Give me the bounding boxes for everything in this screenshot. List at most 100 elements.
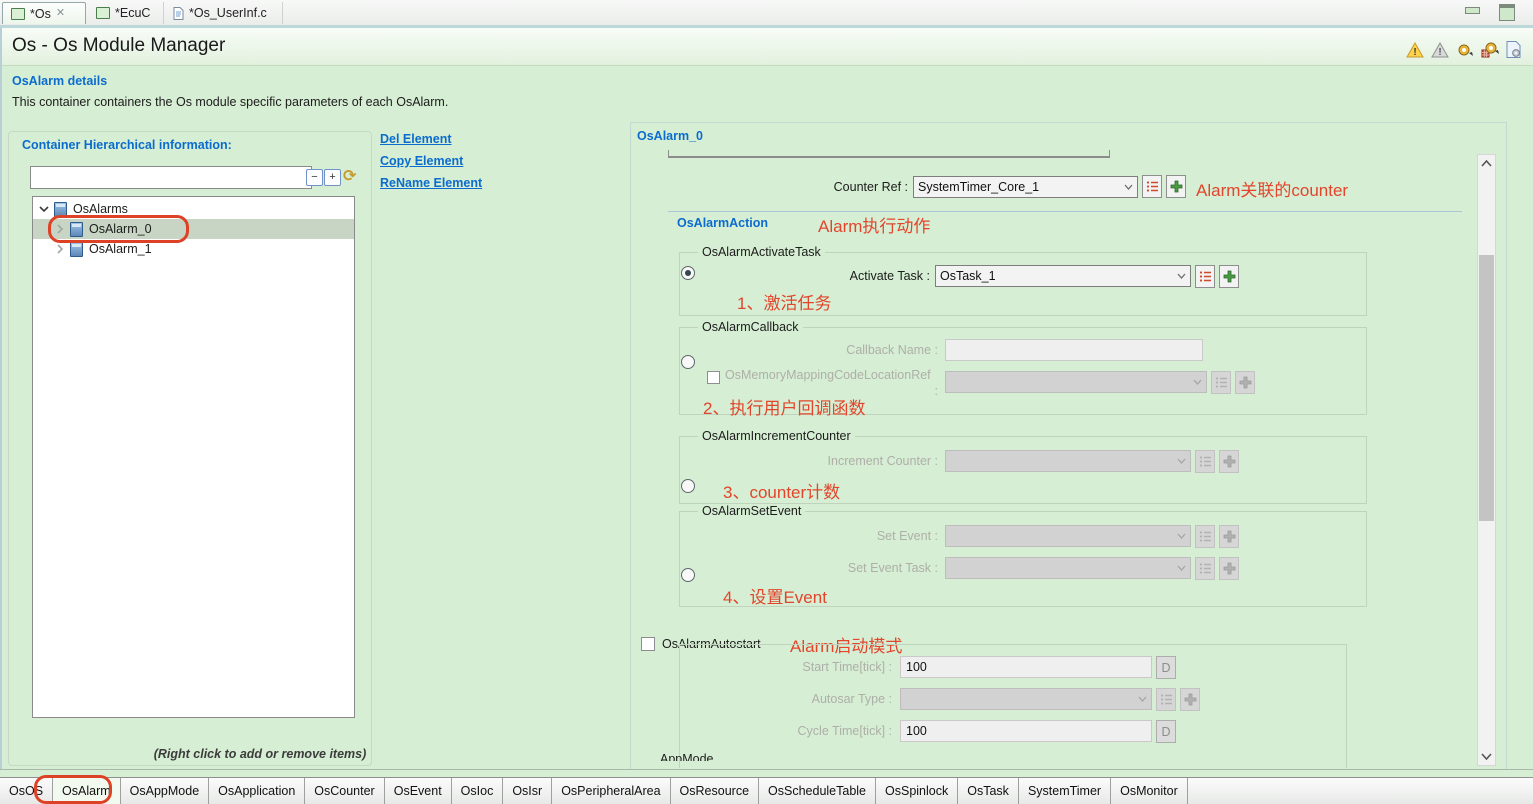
tree-item-osalarm-1[interactable]: OsAlarm_1 <box>33 239 354 259</box>
autosar-type-label: Autosar Type : <box>811 692 892 706</box>
action-section-title: OsAlarmAction <box>677 216 768 230</box>
rename-element-link[interactable]: ReName Element <box>380 176 483 190</box>
header-toolbar: ! ! <box>1406 41 1521 58</box>
start-time-default-button[interactable]: D <box>1156 656 1176 679</box>
activate-task-add-button[interactable] <box>1219 265 1239 288</box>
editor-tab-ecuc[interactable]: *EcuC <box>88 2 164 24</box>
hierarchy-tree: OsAlarms OsAlarm_0 OsAlarm_1 <box>32 196 355 718</box>
tree-item-osalarms[interactable]: OsAlarms <box>33 199 354 219</box>
autostart-checkbox[interactable] <box>641 637 655 651</box>
activate-task-radio[interactable] <box>681 266 695 280</box>
tree-item-label: OsAlarm_1 <box>89 242 152 256</box>
annotation-set-event: 4、设置Event <box>723 588 827 607</box>
set-event-task-select-disabled <box>945 557 1191 579</box>
activate-task-list-button[interactable] <box>1195 265 1215 288</box>
model-file-icon <box>96 7 110 19</box>
tab-oscounter[interactable]: OsCounter <box>305 778 385 804</box>
callback-radio[interactable] <box>681 355 695 369</box>
close-icon[interactable]: ✕ <box>55 7 66 19</box>
cycle-time-default-button[interactable]: D <box>1156 720 1176 743</box>
tab-osisr[interactable]: OsIsr <box>503 778 553 804</box>
annotation-callback: 2、执行用户回调函数 <box>703 399 866 418</box>
editor-tab-os-userinf[interactable]: *Os_UserInf.c <box>165 2 283 24</box>
start-time-input[interactable]: 100 <box>900 656 1152 678</box>
plus-icon <box>1223 270 1235 283</box>
list-icon <box>1199 456 1211 467</box>
tab-osapplication[interactable]: OsApplication <box>209 778 306 804</box>
warning-gray-icon[interactable]: ! <box>1431 41 1449 58</box>
autostart-group-box <box>679 644 1347 768</box>
list-icon <box>1199 271 1211 282</box>
memmap-checkbox[interactable] <box>707 371 720 384</box>
cycle-time-value: 100 <box>906 724 927 738</box>
action-section-separator <box>668 211 1462 212</box>
hierarchy-search-input[interactable] <box>30 166 312 189</box>
scroll-up-icon[interactable] <box>1481 160 1492 167</box>
tab-osscheduletable[interactable]: OsScheduleTable <box>759 778 877 804</box>
del-element-link[interactable]: Del Element <box>380 132 452 146</box>
form-header <box>0 28 1533 66</box>
callback-name-label: Callback Name : <box>846 343 938 357</box>
set-event-group-box <box>679 511 1367 607</box>
tab-systemtimer[interactable]: SystemTimer <box>1019 778 1112 804</box>
tree-item-label: OsAlarm_0 <box>89 222 152 236</box>
set-event-list-button-disabled <box>1195 525 1215 548</box>
set-event-label: Set Event : <box>876 529 938 543</box>
tab-osappmode[interactable]: OsAppMode <box>121 778 210 804</box>
callback-name-input[interactable] <box>945 339 1203 361</box>
maximize-view-icon[interactable] <box>1499 4 1515 21</box>
cycle-time-input[interactable]: 100 <box>900 720 1152 742</box>
warning-yellow-icon[interactable]: ! <box>1406 41 1424 58</box>
tab-osperipheralarea[interactable]: OsPeripheralArea <box>552 778 671 804</box>
increment-radio[interactable] <box>681 479 695 493</box>
tab-osresource[interactable]: OsResource <box>671 778 760 804</box>
validate-icon[interactable] <box>1456 42 1474 58</box>
counter-ref-select[interactable]: SystemTimer_Core_1 <box>913 176 1138 198</box>
chevron-down-icon <box>1177 565 1186 571</box>
scrollbar-thumb[interactable] <box>1479 255 1494 521</box>
tab-osioc[interactable]: OsIoc <box>452 778 504 804</box>
container-icon <box>70 221 83 237</box>
activate-task-select[interactable]: OsTask_1 <box>935 265 1191 287</box>
expand-all-button[interactable]: + <box>324 169 341 186</box>
plus-icon <box>1170 180 1182 193</box>
tab-osspinlock[interactable]: OsSpinlock <box>876 778 959 804</box>
collapse-all-button[interactable]: − <box>306 169 323 186</box>
chevron-down-icon <box>1138 696 1147 702</box>
chevron-down-icon[interactable] <box>39 204 49 214</box>
callback-group-label: OsAlarmCallback <box>698 320 803 334</box>
tab-osevent[interactable]: OsEvent <box>385 778 452 804</box>
chevron-right-icon[interactable] <box>55 244 65 254</box>
tree-hint: (Right click to add or remove items) <box>153 747 367 761</box>
copy-element-link[interactable]: Copy Element <box>380 154 464 168</box>
tab-ostask[interactable]: OsTask <box>958 778 1019 804</box>
container-icon <box>70 241 83 257</box>
set-event-task-label: Set Event Task : <box>847 561 938 575</box>
plus-icon <box>1223 562 1235 575</box>
shortname-field-underline <box>668 150 1110 158</box>
vertical-scrollbar[interactable] <box>1477 154 1496 766</box>
bottom-tab-strip: OsOS OsAlarm OsAppMode OsApplication OsC… <box>0 777 1533 804</box>
annotation-autostart: Alarm启动模式 <box>790 637 903 656</box>
editor-tab-os[interactable]: *Os ✕ <box>2 2 86 24</box>
counter-ref-add-button[interactable] <box>1166 175 1186 198</box>
set-event-task-add-button-disabled <box>1219 557 1239 580</box>
autosar-type-add-button-disabled <box>1180 688 1200 711</box>
tab-osmonitor[interactable]: OsMonitor <box>1111 778 1188 804</box>
hierarchy-group-title: Container Hierarchical information: <box>22 138 232 152</box>
counter-ref-list-button[interactable] <box>1142 175 1162 198</box>
plus-icon <box>1223 530 1235 543</box>
set-event-radio[interactable] <box>681 568 695 582</box>
scroll-down-icon[interactable] <box>1481 753 1492 760</box>
increment-counter-label: Increment Counter : <box>827 454 938 468</box>
detail-title: OsAlarm_0 <box>637 129 704 143</box>
increment-group-label: OsAlarmIncrementCounter <box>698 429 855 443</box>
minimize-view-icon[interactable] <box>1465 7 1480 14</box>
set-event-select-disabled <box>945 525 1191 547</box>
counter-ref-label: Counter Ref : <box>833 180 908 194</box>
generate-report-icon[interactable] <box>1506 41 1521 58</box>
tree-item-osalarm-0[interactable]: OsAlarm_0 <box>33 219 354 239</box>
refresh-icon[interactable]: ⟳ <box>343 168 357 185</box>
validate-all-icon[interactable] <box>1481 42 1499 58</box>
clipped-next-section-label: AppMode <box>660 752 714 761</box>
